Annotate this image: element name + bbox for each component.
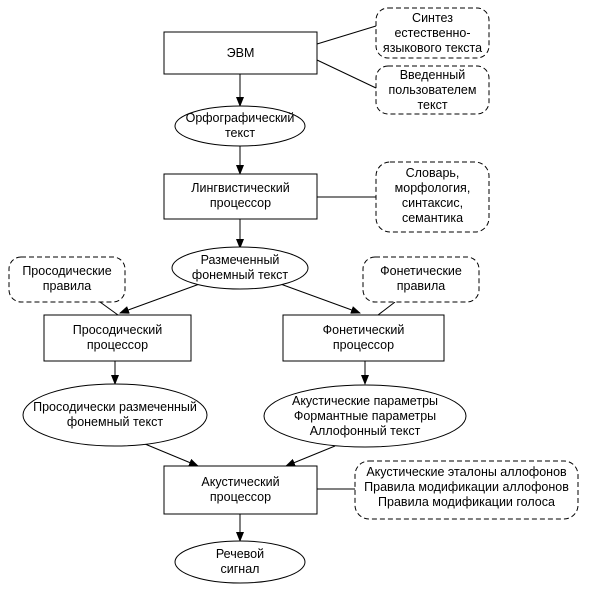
node-ac-params-label-line-1: Акустические параметры [292, 394, 438, 408]
link-prosrules-pros [99, 301, 119, 316]
note-user-label-line-2: пользователем [389, 83, 477, 97]
node-pros-marked-label-line-1: Просодически размеченный [33, 400, 197, 414]
node-marked-text-label-line-2: фонемный текст [192, 268, 288, 282]
note-dict-label-line-2: морфология, [395, 181, 471, 195]
note-dict-label-line-1: Словарь, [406, 166, 460, 180]
note-user-label-line-3: текст [417, 98, 447, 112]
note-phon-rules-label-line-1: Фонетические [380, 264, 462, 278]
note-pros-rules-label-line-1: Просодические [22, 264, 111, 278]
node-ac-proc-label-line-2: процессор [210, 490, 271, 504]
node-phon-proc-label-line-2: процессор [333, 338, 394, 352]
connectors [99, 25, 396, 542]
note-dict-label: Словарь,морфология,синтаксис,семантика [395, 166, 471, 225]
arrow-acparams-to-acproc [285, 445, 336, 467]
node-speech-label-line-1: Речевой [216, 547, 264, 561]
note-synth-label-line-2: естественно- [394, 26, 470, 40]
node-evm-label: ЭВМ [227, 46, 255, 60]
note-ac-refs-label-line-1: Акустические эталоны аллофонов [366, 465, 567, 479]
note-dict-label-line-4: семантика [402, 211, 463, 225]
node-ortho-text-label-line-2: текст [225, 126, 255, 140]
node-ortho-text-label-line-1: Орфографический [186, 111, 295, 125]
node-ling-proc-label-line-2: процессор [210, 196, 271, 210]
link-evm-synth [316, 25, 377, 45]
note-synth-label-line-1: Синтез [412, 11, 453, 25]
link-evm-user [316, 59, 377, 89]
link-phonrules-phon [377, 301, 396, 316]
note-ac-refs-label-line-2: Правила модификации аллофонов [364, 480, 569, 494]
node-pros-marked-label-line-2: фонемный текст [67, 415, 163, 429]
node-marked-text-label-line-1: Размеченный [201, 253, 280, 267]
node-ling-proc-label-line-1: Лингвистический [191, 181, 289, 195]
node-phon-proc-label-line-1: Фонетический [323, 323, 405, 337]
node-ac-proc-label-line-1: Акустический [201, 475, 279, 489]
note-dict-label-line-3: синтаксис, [402, 196, 463, 210]
note-phon-rules-label-line-2: правила [397, 279, 446, 293]
node-ac-params-label-line-2: Формантные параметры [294, 409, 436, 423]
node-pros-proc-label-line-2: процессор [87, 338, 148, 352]
note-ac-refs-label-line-3: Правила модификации голоса [378, 495, 555, 509]
arrow-marked-to-pros [119, 281, 206, 314]
arrow-prosmarked-to-acproc [144, 443, 199, 467]
note-pros-rules-label-line-2: правила [43, 279, 92, 293]
node-ac-params-label-line-3: Аллофонный текст [310, 424, 421, 438]
note-synth-label-line-3: языкового текста [383, 41, 482, 55]
node-speech-label-line-2: сигнал [221, 562, 260, 576]
note-user-label-line-1: Введенный [400, 68, 466, 82]
arrow-marked-to-phon [274, 281, 361, 314]
node-evm: ЭВМ [163, 31, 318, 75]
node-pros-proc-label-line-1: Просодический [73, 323, 162, 337]
node-evm-label-line-1: ЭВМ [227, 46, 255, 60]
note-dict: Словарь,морфология,синтаксис,семантика [375, 161, 490, 233]
